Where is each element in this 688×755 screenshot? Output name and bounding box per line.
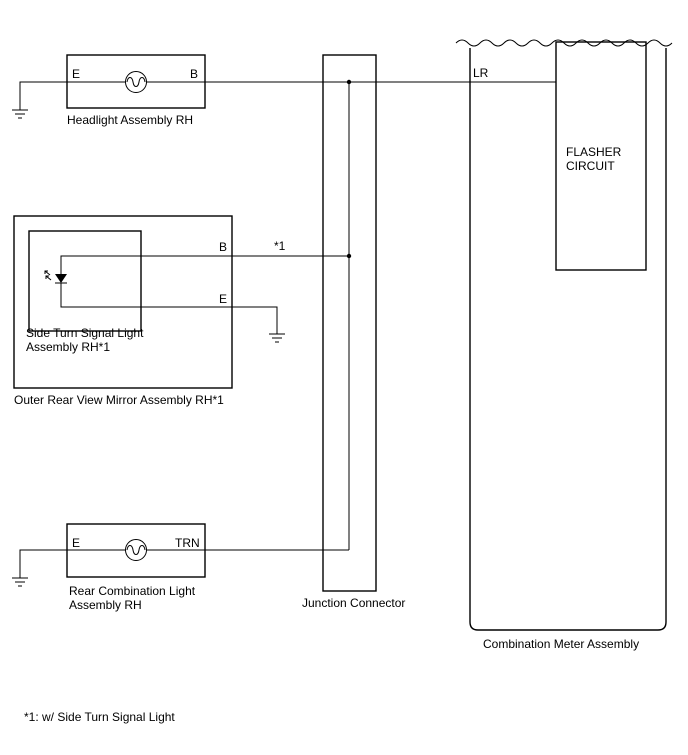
- outer-mirror-assembly: Outer Rear View Mirror Assembly RH*1: [13, 215, 233, 407]
- ground-icon: [12, 577, 28, 587]
- rear-combo-label-1: Rear Combination Light: [69, 584, 196, 598]
- flasher-circuit-label-2: CIRCUIT: [566, 159, 615, 173]
- headlight-assembly: E B Headlight Assembly RH: [66, 54, 206, 127]
- headlight-pin-e: E: [72, 67, 80, 81]
- headlight-ground-wire: [19, 81, 126, 110]
- combination-meter-label: Combination Meter Assembly: [483, 637, 639, 651]
- side-turn-signal-light: Side Turn Signal Light Assembly RH*1 B E: [26, 230, 227, 354]
- bulb-icon: [125, 539, 147, 561]
- led-icon: [44, 270, 67, 284]
- headlight-label: Headlight Assembly RH: [67, 113, 193, 127]
- ground-icon: [269, 333, 285, 343]
- side-turn-b-wire: [60, 255, 349, 274]
- outer-mirror-label: Outer Rear View Mirror Assembly RH*1: [14, 393, 224, 407]
- side-turn-label-1: Side Turn Signal Light: [26, 326, 144, 340]
- ground-icon: [12, 109, 28, 119]
- rear-combination-light: E TRN Rear Combination Light Assembly RH: [66, 523, 206, 612]
- bulb-icon: [125, 71, 147, 93]
- flasher-circuit-label-1: FLASHER: [566, 145, 622, 159]
- junction-connector: Junction Connector: [302, 54, 405, 610]
- footnote: *1: w/ Side Turn Signal Light: [24, 710, 175, 724]
- side-turn-label-2: Assembly RH*1: [26, 340, 110, 354]
- headlight-pin-b: B: [190, 67, 198, 81]
- flasher-circuit-box: [555, 41, 647, 271]
- rear-combo-pin-e: E: [72, 536, 80, 550]
- rear-combo-label-2: Assembly RH: [69, 598, 142, 612]
- meter-pin-lr: LR: [473, 66, 489, 80]
- side-turn-pin-e: E: [219, 292, 227, 306]
- side-turn-e-wire: [60, 283, 278, 334]
- rear-combo-pin-trn: TRN: [175, 536, 200, 550]
- wire-note: *1: [274, 239, 286, 253]
- combination-meter-assembly: FLASHER CIRCUIT LR Combination Meter Ass…: [455, 39, 673, 651]
- junction-connector-label: Junction Connector: [302, 596, 405, 610]
- rear-combo-ground-wire: [19, 549, 126, 578]
- side-turn-pin-b: B: [219, 240, 227, 254]
